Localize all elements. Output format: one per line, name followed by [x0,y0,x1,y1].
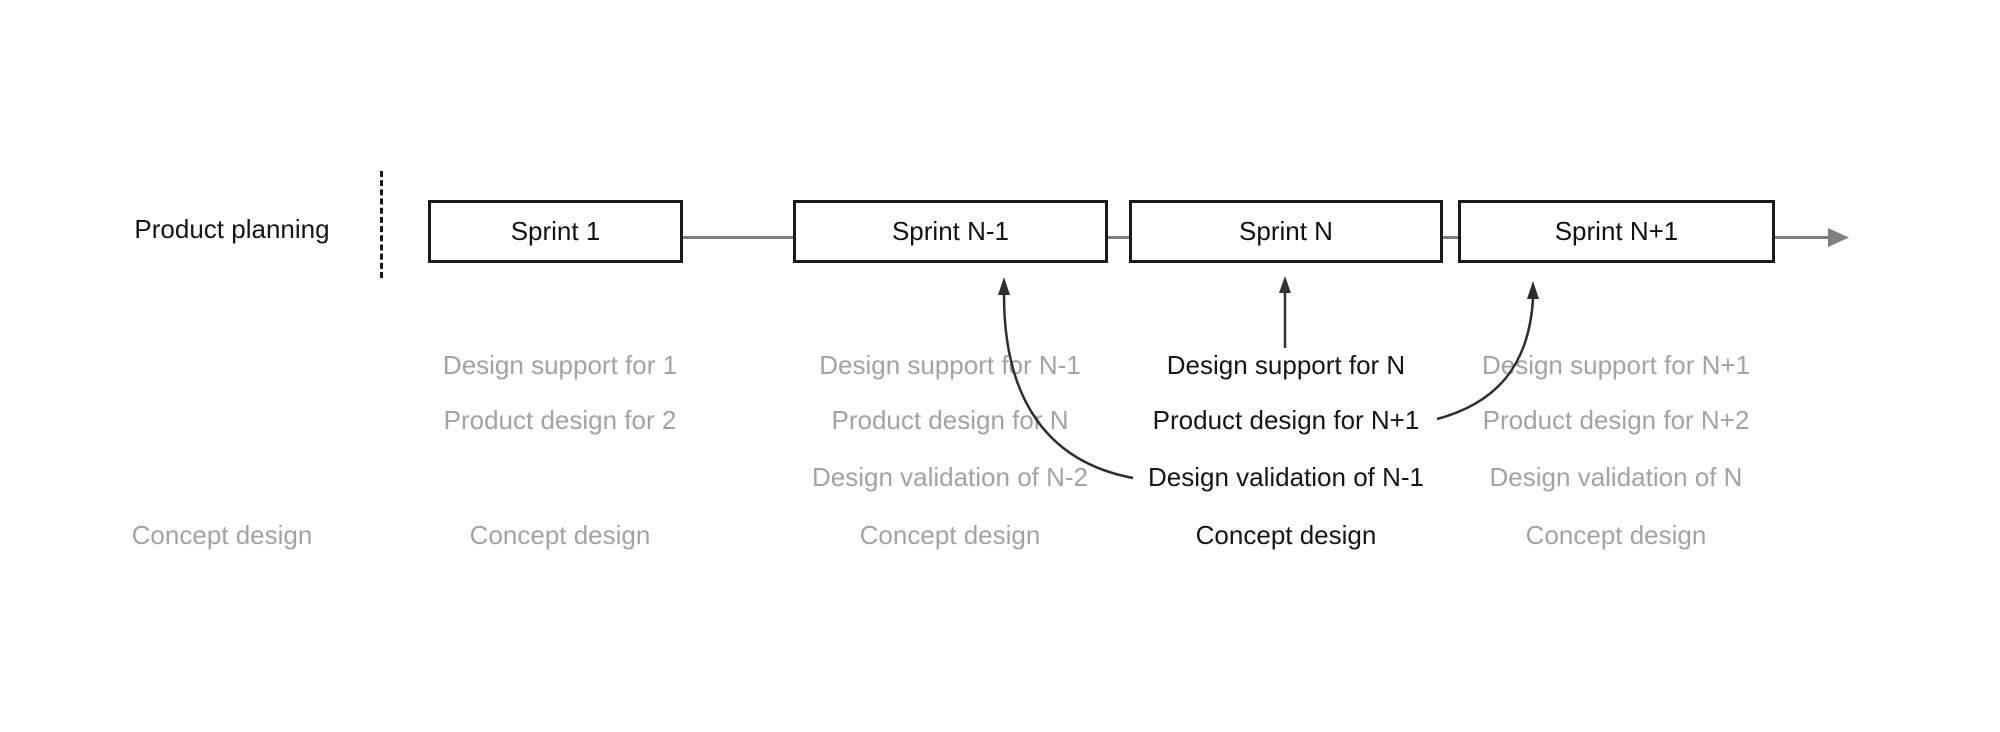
activity-planning-concept-design: Concept design [131,520,313,550]
activity-sprintn-product-design: Product design for N+1 [1152,405,1420,435]
planning-sprints-divider-line [380,171,383,278]
sprint-n-plus-1-label: Sprint N+1 [1554,216,1679,246]
activity-sprintnp1-concept-design: Concept design [1525,520,1707,550]
sprint-1-box: Sprint 1 [428,200,683,263]
timeline-connector [1443,236,1458,239]
sprint-n-box: Sprint N [1129,200,1443,263]
sprint-1-label: Sprint 1 [510,216,601,246]
activity-sprint1-concept-design: Concept design [469,520,651,550]
activity-sprintnp1-design-support: Design support for N+1 [1481,350,1751,380]
activity-sprintnp1-design-validation: Design validation of N [1489,462,1743,492]
sprint-n-plus-1-box: Sprint N+1 [1458,200,1775,263]
activity-sprintnp1-product-design: Product design for N+2 [1482,405,1750,435]
design-support-arrow [1279,276,1291,348]
timeline-connector [1108,236,1129,239]
timeline-connector [683,236,793,239]
timeline-continuation-arrow [1775,228,1849,247]
activity-sprintn-design-validation: Design validation of N-1 [1147,462,1425,492]
sprint-n-1-box: Sprint N-1 [793,200,1108,263]
sprint-n-1-label: Sprint N-1 [891,216,1010,246]
sprint-n-label: Sprint N [1239,216,1333,246]
product-planning-label: Product planning [134,214,330,244]
activity-sprintn1-concept-design: Concept design [859,520,1041,550]
activity-sprint1-product-design: Product design for 2 [443,405,677,435]
activity-sprintn-design-support: Design support for N [1166,350,1406,380]
activity-sprintn-concept-design: Concept design [1195,520,1377,550]
activity-sprint1-design-support: Design support for 1 [442,350,678,380]
